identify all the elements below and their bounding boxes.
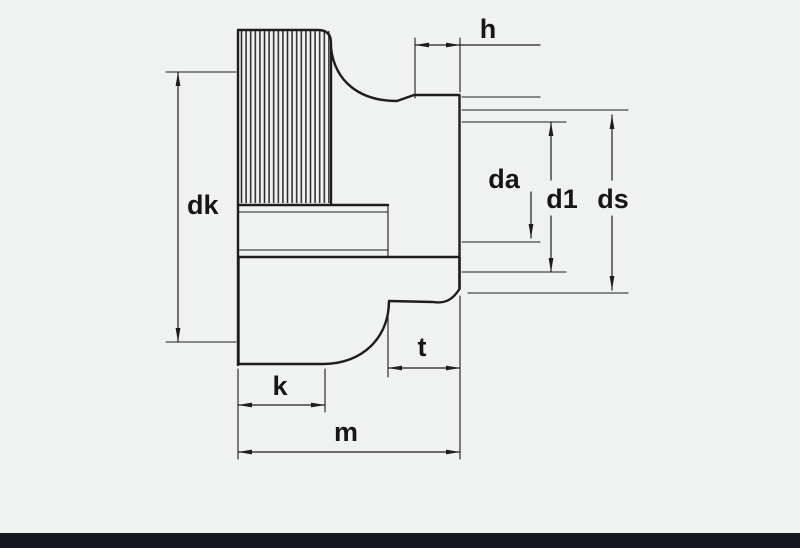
- label-h: h: [480, 14, 497, 44]
- footer-bar: [0, 533, 800, 548]
- thread-lines: [237, 204, 389, 258]
- label-t: t: [418, 332, 427, 362]
- section-hatch: [237, 255, 461, 366]
- dim-da: da: [461, 164, 541, 243]
- dim-ds: ds: [461, 109, 629, 294]
- dim-d1: d1: [461, 121, 578, 273]
- label-ds: ds: [597, 184, 629, 214]
- label-dk: dk: [187, 190, 219, 220]
- label-k: k: [272, 371, 288, 401]
- label-da: da: [488, 164, 520, 194]
- dim-t: t: [387, 304, 461, 378]
- knurl-area: [239, 31, 330, 203]
- part-outline: [236, 28, 461, 367]
- dim-k: k: [237, 368, 326, 413]
- dim-m: m: [237, 295, 461, 460]
- head-outline: [236, 28, 333, 367]
- neck-and-collar-outline: [329, 46, 461, 291]
- dim-dk: dk: [165, 71, 237, 343]
- label-d1: d1: [546, 184, 578, 214]
- label-m: m: [334, 417, 358, 447]
- knurl-texture: [239, 31, 330, 203]
- hatch-region: [237, 255, 461, 366]
- dim-h: h: [414, 14, 541, 99]
